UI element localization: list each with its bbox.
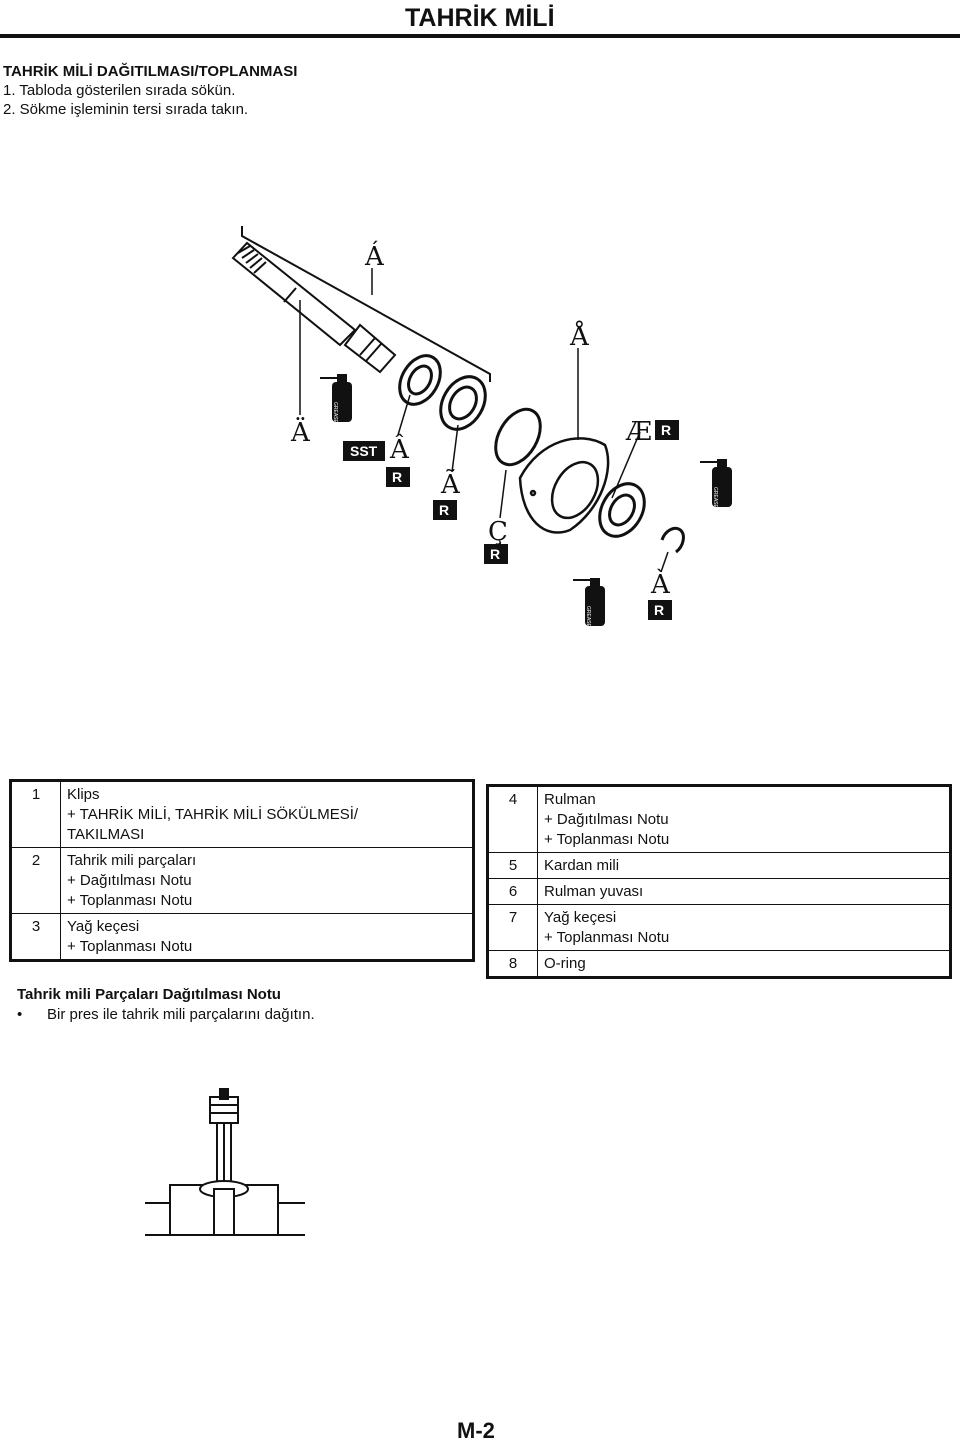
callout-7: Æ xyxy=(625,417,652,447)
table-row: 2 Tahrik mili parçaları + Dağıtılması No… xyxy=(10,847,474,914)
svg-text:GREASE: GREASE xyxy=(332,402,338,424)
row-number: 1 xyxy=(10,780,61,848)
step-1: 1. Tabloda gösterilen sırada sökün. xyxy=(3,82,236,99)
svg-text:GREASE: GREASE xyxy=(712,487,718,509)
callout-2: Å xyxy=(569,320,590,352)
drive-shaft-drawing xyxy=(231,241,397,374)
header-rule xyxy=(0,34,960,38)
o-ring-drawing xyxy=(494,407,542,467)
r-badge: R xyxy=(648,600,672,620)
grease-tube-icon: GREASE xyxy=(320,374,352,424)
callout-1: Á xyxy=(364,240,385,272)
page-header-title: TAHRİK MİLİ xyxy=(405,4,555,32)
parts-table-left: 1 Klips + TAHRİK MİLİ, TAHRİK MİLİ SÖKÜL… xyxy=(9,779,475,962)
table-row: 4 Rulman + Dağıtılması Notu + Toplanması… xyxy=(487,785,951,853)
table-row: 1 Klips + TAHRİK MİLİ, TAHRİK MİLİ SÖKÜL… xyxy=(10,780,474,848)
row-number: 8 xyxy=(487,950,538,978)
svg-text:R: R xyxy=(439,502,449,518)
row-number: 5 xyxy=(487,852,538,879)
r-badge: R xyxy=(484,544,508,564)
bullet-icon: • xyxy=(17,1006,23,1023)
oil-seal-2-drawing xyxy=(598,482,646,538)
sst-badge: SST xyxy=(343,441,385,461)
svg-text:GREASE: GREASE xyxy=(585,606,591,628)
parts-table-right: 4 Rulman + Dağıtılması Notu + Toplanması… xyxy=(486,784,952,979)
bearing-drawing xyxy=(439,375,487,431)
table-row: 3 Yağ keçesi + Toplanması Notu xyxy=(10,913,474,961)
row-number: 2 xyxy=(10,847,61,914)
note-bullet-item: • Bir pres ile tahrik mili parçalarını da… xyxy=(17,1006,315,1023)
callout-6: Ç xyxy=(488,517,508,547)
svg-text:SST: SST xyxy=(350,443,378,459)
table-row: 5 Kardan mili xyxy=(487,852,951,879)
row-description: Rulman yuvası xyxy=(537,878,951,905)
bearing-housing-drawing xyxy=(518,437,610,534)
clip-drawing xyxy=(660,526,685,554)
note-title: Tahrik mili Parçaları Dağıtılması Notu xyxy=(17,986,281,1003)
callout-3: Ä xyxy=(290,417,311,448)
callout-8: À xyxy=(650,568,671,600)
svg-text:R: R xyxy=(654,602,664,618)
r-badge: R xyxy=(433,500,457,520)
table-row: 8 O-ring xyxy=(487,950,951,978)
row-description: Tahrik mili parçaları + Dağıtılması Notu… xyxy=(60,847,474,914)
callout-5: Ã xyxy=(440,468,461,500)
oil-seal-drawing xyxy=(398,354,442,406)
callout-4: Â xyxy=(389,433,410,465)
row-number: 6 xyxy=(487,878,538,905)
row-description: Kardan mili xyxy=(537,852,951,879)
grease-tube-icon: GREASE xyxy=(573,578,605,628)
row-description: Yağ keçesi + Toplanması Notu xyxy=(537,904,951,951)
row-number: 3 xyxy=(10,913,61,961)
row-description: Klips + TAHRİK MİLİ, TAHRİK MİLİ SÖKÜLME… xyxy=(60,780,474,848)
row-description: Rulman + Dağıtılması Notu + Toplanması N… xyxy=(537,785,951,853)
row-number: 7 xyxy=(487,904,538,951)
svg-text:R: R xyxy=(392,469,402,485)
section-title: TAHRİK MİLİ DAĞITILMASI/TOPLANMASI xyxy=(3,63,298,80)
press-illustration xyxy=(145,1088,305,1236)
row-description: O-ring xyxy=(537,950,951,978)
r-badge: R xyxy=(655,420,679,440)
grease-tube-icon: GREASE xyxy=(700,459,732,509)
row-description: Yağ keçesi + Toplanması Notu xyxy=(60,913,474,961)
step-2: 2. Sökme işleminin tersi sırada takın. xyxy=(3,101,249,118)
exploded-view-diagram: Á Å Ä Â Ã Ç Æ À SST R R R R R GREASE GRE… xyxy=(231,226,732,628)
row-number: 4 xyxy=(487,785,538,853)
note-text: Bir pres ile tahrik mili parçalarını dağ… xyxy=(47,1006,315,1023)
table-row: 6 Rulman yuvası xyxy=(487,878,951,905)
svg-text:R: R xyxy=(490,546,500,562)
table-row: 7 Yağ keçesi + Toplanması Notu xyxy=(487,904,951,951)
r-badge: R xyxy=(386,467,410,487)
svg-text:R: R xyxy=(661,422,671,438)
page-number: M-2 xyxy=(457,1418,495,1443)
